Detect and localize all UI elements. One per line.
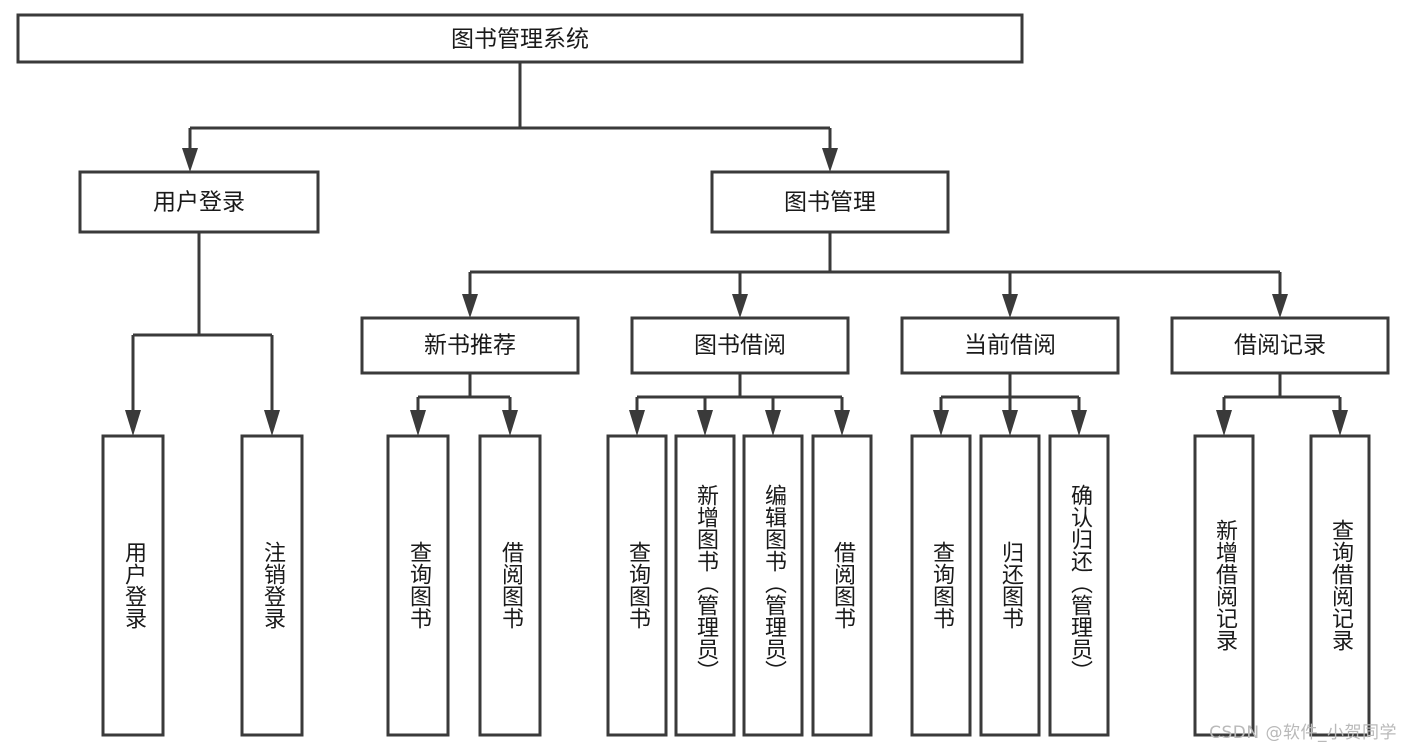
node-new-book-recommend-box[interactable] xyxy=(360,316,580,375)
arrow-userlogin-leaf-1 xyxy=(125,410,141,436)
leaf-book-borrow-4[interactable]: 借阅图书 xyxy=(811,434,873,737)
node-borrow-record-box[interactable] xyxy=(1170,316,1390,375)
csdn-watermark: CSDN @软件_小贺同学 xyxy=(1209,723,1397,743)
leaf-borrow-record-2-label: 查询借阅记录 xyxy=(1328,519,1354,651)
leaf-new-book-2[interactable]: 借阅图书 xyxy=(478,434,542,737)
node-root-box[interactable] xyxy=(16,13,1024,64)
arrow-to-borrowrecord xyxy=(1272,294,1288,318)
arrow-bookborrow-leaf-3 xyxy=(765,410,781,436)
node-book-management-box[interactable] xyxy=(710,170,950,234)
connectors xyxy=(125,62,1348,436)
arrow-to-userlogin xyxy=(182,148,198,172)
leaf-borrow-record-1[interactable]: 新增借阅记录 xyxy=(1193,434,1255,737)
arrow-to-currentborrow xyxy=(1002,294,1018,318)
leaf-current-borrow-1[interactable]: 查询图书 xyxy=(910,434,972,737)
node-new-book-recommend-label: 新书推荐 xyxy=(424,333,516,359)
arrow-newbook-leaf-2 xyxy=(502,410,518,436)
node-user-login-label: 用户登录 xyxy=(153,190,245,216)
node-current-borrow-box[interactable] xyxy=(900,316,1120,375)
node-user-login-box[interactable] xyxy=(78,170,320,234)
leaf-current-borrow-3[interactable]: 确认归还（管理员） xyxy=(1048,434,1110,737)
leaf-borrow-record-2-box[interactable] xyxy=(1309,434,1371,737)
leaf-new-book-1[interactable]: 查询图书 xyxy=(386,434,450,737)
arrow-borrowrecord-leaf-2 xyxy=(1332,410,1348,436)
leaf-user-login-1[interactable]: 用户登录 xyxy=(101,434,165,737)
leaf-current-borrow-1-box[interactable] xyxy=(910,434,972,737)
node-book-borrow-box[interactable] xyxy=(630,316,850,375)
leaf-book-borrow-4-label: 借阅图书 xyxy=(830,541,856,629)
leaf-new-book-1-label: 查询图书 xyxy=(406,541,432,629)
leaf-borrow-record-1-label: 新增借阅记录 xyxy=(1212,519,1238,651)
node-root[interactable]: 图书管理系统 xyxy=(16,13,1024,64)
leaf-book-borrow-2-label: 新增图书（管理员） xyxy=(693,484,719,682)
leaf-current-borrow-2-box[interactable] xyxy=(979,434,1041,737)
leaf-book-borrow-4-box[interactable] xyxy=(811,434,873,737)
arrow-newbook-leaf-1 xyxy=(410,410,426,436)
leaf-book-borrow-1-label: 查询图书 xyxy=(625,541,651,629)
leaf-current-borrow-3-label: 确认归还（管理员） xyxy=(1067,484,1093,682)
leaf-book-borrow-3-box[interactable] xyxy=(742,434,804,737)
leaf-book-borrow-1-box[interactable] xyxy=(606,434,668,737)
leaf-new-book-2-box[interactable] xyxy=(478,434,542,737)
arrow-to-bookborrow xyxy=(732,294,748,318)
leaf-user-login-2-box[interactable] xyxy=(240,434,304,737)
node-new-book-recommend[interactable]: 新书推荐 xyxy=(360,316,580,375)
leaf-borrow-record-1-box[interactable] xyxy=(1193,434,1255,737)
leaf-current-borrow-2[interactable]: 归还图书 xyxy=(979,434,1041,737)
arrow-bookborrow-leaf-1 xyxy=(629,410,645,436)
node-book-borrow-label: 图书借阅 xyxy=(694,333,786,359)
node-book-management-label: 图书管理 xyxy=(784,190,876,216)
leaf-user-login-2-label: 注销登录 xyxy=(260,541,286,629)
leaf-book-borrow-2[interactable]: 新增图书（管理员） xyxy=(674,434,736,737)
leaf-user-login-2[interactable]: 注销登录 xyxy=(240,434,304,737)
arrow-currentborrow-leaf-3 xyxy=(1071,410,1087,436)
node-borrow-record[interactable]: 借阅记录 xyxy=(1170,316,1390,375)
arrow-userlogin-leaf-2 xyxy=(264,410,280,436)
leaf-current-borrow-2-label: 归还图书 xyxy=(998,541,1024,629)
leaf-current-borrow-3-box[interactable] xyxy=(1048,434,1110,737)
node-current-borrow-label: 当前借阅 xyxy=(964,333,1056,359)
arrow-borrowrecord-leaf-1 xyxy=(1216,410,1232,436)
leaf-book-borrow-1[interactable]: 查询图书 xyxy=(606,434,668,737)
arrow-bookborrow-leaf-2 xyxy=(697,410,713,436)
arrow-to-bookmgmt xyxy=(822,148,838,172)
leaf-book-borrow-3[interactable]: 编辑图书（管理员） xyxy=(742,434,804,737)
arrow-to-newbook xyxy=(462,294,478,318)
leaf-borrow-record-2[interactable]: 查询借阅记录 xyxy=(1309,434,1371,737)
node-borrow-record-label: 借阅记录 xyxy=(1234,333,1326,359)
node-current-borrow[interactable]: 当前借阅 xyxy=(900,316,1120,375)
leaf-new-book-2-label: 借阅图书 xyxy=(498,541,524,629)
leaf-new-book-1-box[interactable] xyxy=(386,434,450,737)
leaf-book-borrow-3-label: 编辑图书（管理员） xyxy=(761,484,787,682)
leaf-book-borrow-2-box[interactable] xyxy=(674,434,736,737)
node-book-borrow[interactable]: 图书借阅 xyxy=(630,316,850,375)
leaf-current-borrow-1-label: 查询图书 xyxy=(929,541,955,629)
node-root-label: 图书管理系统 xyxy=(451,27,589,53)
leaf-user-login-1-box[interactable] xyxy=(101,434,165,737)
arrow-currentborrow-leaf-2 xyxy=(1002,410,1018,436)
leaf-user-login-1-label: 用户登录 xyxy=(121,541,147,629)
arrow-currentborrow-leaf-1 xyxy=(933,410,949,436)
node-book-management[interactable]: 图书管理 xyxy=(710,170,950,234)
arrow-bookborrow-leaf-4 xyxy=(834,410,850,436)
node-user-login[interactable]: 用户登录 xyxy=(78,170,320,234)
